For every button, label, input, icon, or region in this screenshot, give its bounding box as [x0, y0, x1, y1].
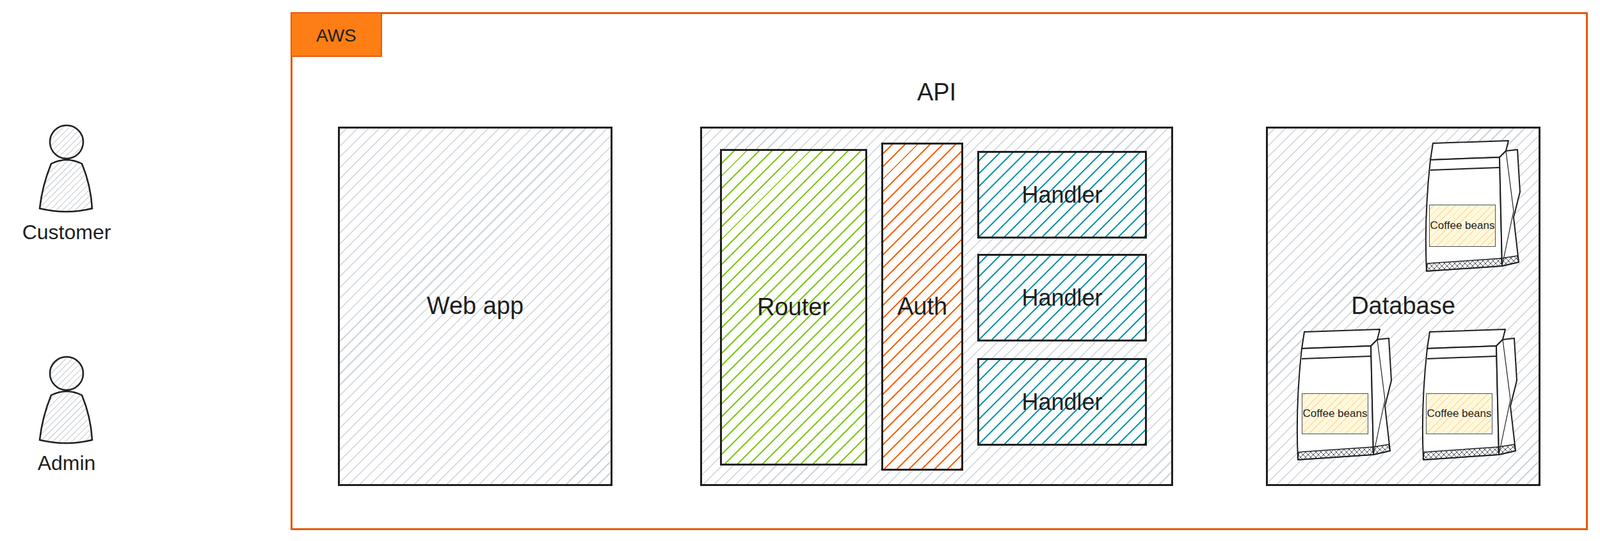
customer-figure: [39, 125, 93, 212]
box-label: Handler: [1021, 181, 1103, 208]
router-box: Router: [720, 149, 868, 466]
app-box: Web app: [337, 126, 613, 487]
bag-label: Coffee beans: [1301, 393, 1369, 435]
admin-figure: [39, 357, 93, 444]
box-label: Database: [1351, 292, 1456, 321]
box-label: Handler: [1021, 284, 1103, 312]
coffee-bag: [1297, 329, 1392, 461]
database-box: DatabaseCoffee beansCoffee beansCoffee b…: [1265, 126, 1541, 487]
actor-label: Customer: [22, 220, 112, 245]
bag-label: Coffee beans: [1425, 393, 1493, 435]
box-label: Auth: [897, 293, 948, 322]
group-heading: API: [917, 78, 957, 107]
box-label: Coffee beans: [1427, 407, 1492, 421]
box-label: Coffee beans: [1303, 407, 1368, 421]
actor-label: Admin: [37, 451, 96, 476]
cloud-frame: AWSWeb appAPIRouterAuthHandlerHandlerHan…: [290, 12, 1588, 531]
coffee-bag: [1425, 140, 1520, 272]
handler-box: Handler: [977, 254, 1147, 342]
handler-box: Handler: [977, 358, 1147, 447]
api-box: APIRouterAuthHandlerHandlerHandler: [700, 126, 1174, 487]
box-label: Coffee beans: [1430, 219, 1496, 233]
coffee-bag: [1422, 329, 1517, 461]
box-label: Router: [757, 293, 831, 322]
handler-box: Handler: [977, 151, 1147, 239]
box-label: Handler: [1021, 389, 1103, 416]
box-label: Web app: [426, 292, 524, 321]
bag-label: Coffee beans: [1429, 204, 1496, 248]
frame-tag: AWS: [290, 12, 383, 57]
auth-box: Auth: [881, 142, 964, 472]
